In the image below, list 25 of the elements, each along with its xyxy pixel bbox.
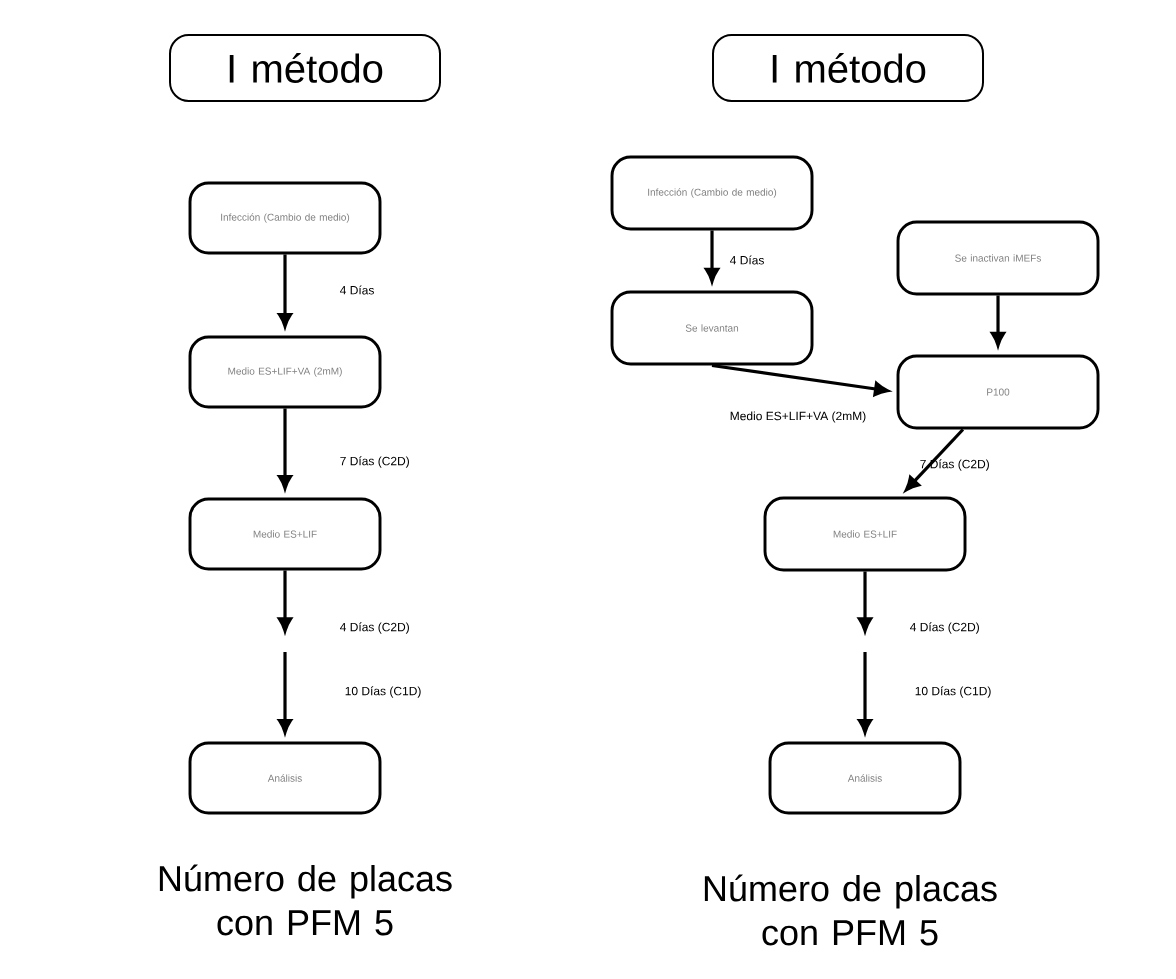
- process-box: Infección (Cambio de medio): [610, 155, 814, 231]
- arrow: [904, 428, 965, 492]
- process-box: Medio ES+LIF: [763, 496, 967, 572]
- process-box: Medio ES+LIF: [188, 497, 382, 571]
- process-box: P100: [896, 354, 1100, 430]
- edge-label: 7 Días (C2D): [340, 456, 409, 468]
- edge-label: 10 Días (C1D): [915, 686, 991, 698]
- process-box: Se inactivan iMEFs: [896, 220, 1100, 296]
- edge-label: 4 Días: [730, 255, 764, 265]
- title-box: I método: [712, 34, 984, 102]
- arrow: [857, 571, 873, 633]
- result-text: Número de placas con PFM 5: [704, 874, 997, 946]
- process-box: Análisis: [768, 741, 962, 815]
- edge-label: 4 Días: [340, 285, 374, 295]
- edge-label: 10 Días (C1D): [345, 686, 421, 698]
- process-box: Infección (Cambio de medio): [188, 181, 382, 255]
- process-box: Medio ES+LIF+VA (2mM): [188, 335, 382, 409]
- arrow: [277, 570, 293, 633]
- process-box: Análisis: [188, 741, 382, 815]
- title-box: I método: [169, 34, 441, 102]
- process-box: Se levantan: [610, 290, 814, 366]
- edge-label: 4 Días (C2D): [340, 622, 409, 634]
- edge-label: 4 Días (C2D): [910, 622, 979, 634]
- edge-label: Medio ES+LIF+VA (2mM): [730, 411, 866, 423]
- result-text: Número de placas con PFM 5: [159, 864, 452, 936]
